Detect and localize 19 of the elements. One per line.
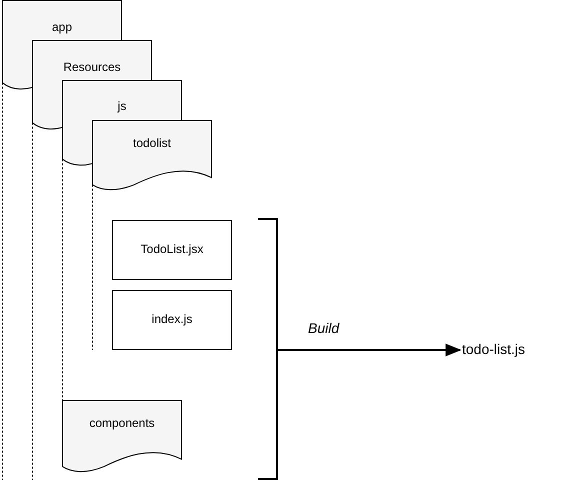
document-shape <box>92 120 212 192</box>
file-box <box>112 290 232 350</box>
edge-label: Build <box>308 320 340 336</box>
document-shape <box>62 400 182 474</box>
dotted-line <box>62 158 63 400</box>
file-box <box>112 220 232 280</box>
file-name: js <box>116 99 128 113</box>
file-name: Resources <box>62 60 122 74</box>
dotted-line <box>92 184 93 350</box>
file-name: todolist <box>132 136 172 150</box>
file-name: components <box>88 416 156 430</box>
arrow <box>278 344 462 356</box>
bracket <box>258 218 278 480</box>
output-file-name: todo-list.js <box>462 341 526 357</box>
file-name: app <box>50 20 74 34</box>
dotted-line <box>2 82 3 480</box>
dotted-line <box>32 122 33 480</box>
file-name: index.js <box>150 312 194 326</box>
file-name: TodoList.jsx <box>140 242 204 256</box>
